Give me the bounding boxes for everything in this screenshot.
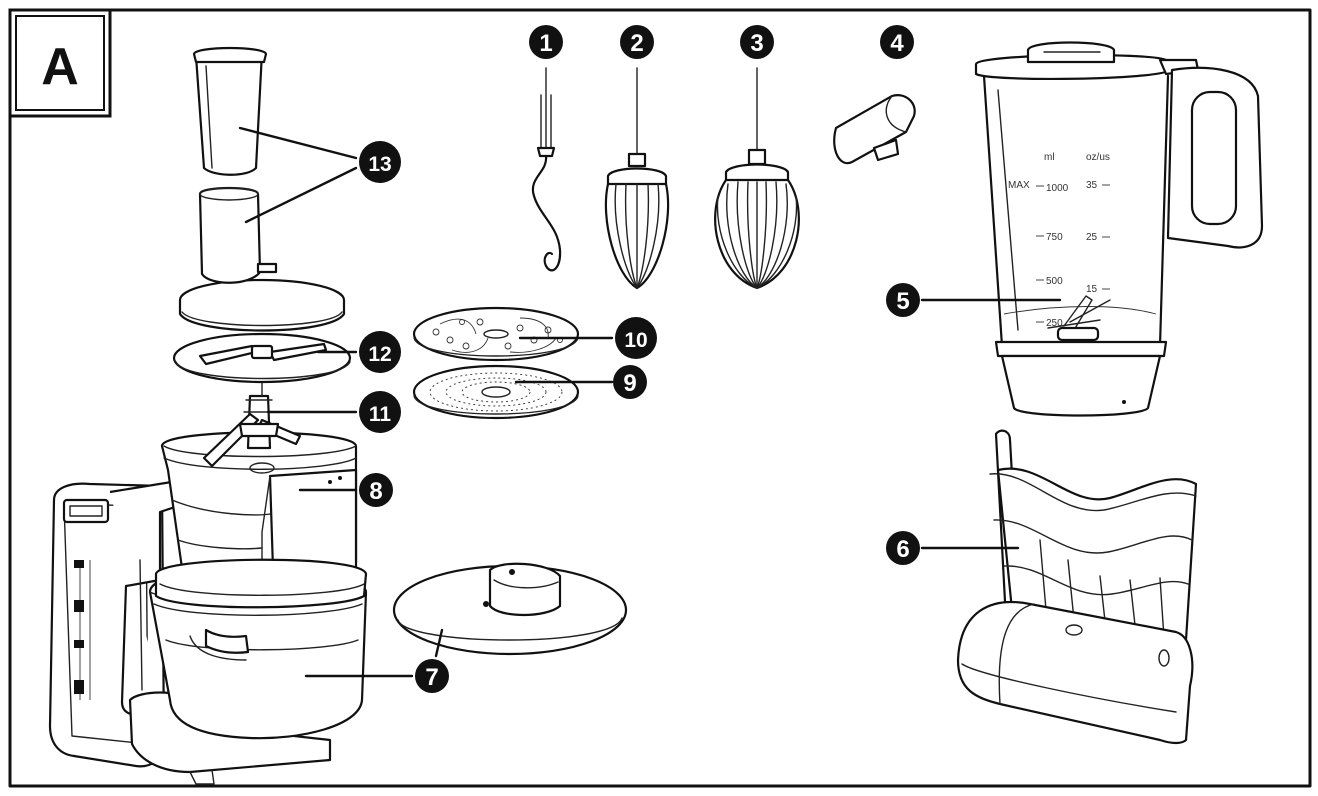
accessory-holder — [956, 429, 1198, 745]
beater — [714, 67, 800, 290]
callout-10: 10 — [615, 317, 657, 359]
bowl-lid — [392, 562, 628, 656]
svg-text:12: 12 — [368, 343, 391, 366]
svg-text:3: 3 — [750, 30, 763, 57]
shredding-disc — [412, 306, 580, 362]
jug-scale-max: MAX — [1008, 180, 1030, 191]
jug-scale-ml-1000: 1000 — [1046, 183, 1069, 194]
jug-scale-ml-750: 750 — [1046, 232, 1063, 243]
callout-11: 11 — [359, 391, 401, 433]
callout-3: 3 — [740, 25, 774, 59]
svg-text:8: 8 — [369, 478, 382, 505]
dough-hook — [531, 67, 562, 272]
food-processor — [48, 46, 368, 785]
jug-lid-cap — [833, 94, 916, 165]
svg-text:5: 5 — [896, 288, 909, 315]
whisk — [604, 67, 670, 290]
callout-6: 6 — [886, 531, 920, 565]
svg-text:2: 2 — [630, 30, 643, 57]
svg-text:9: 9 — [623, 370, 636, 397]
svg-text:1: 1 — [539, 30, 552, 57]
callout-4: 4 — [880, 25, 914, 59]
grating-disc — [412, 364, 580, 420]
leader-lines — [238, 126, 1062, 678]
svg-text:7: 7 — [425, 664, 438, 691]
figure-frame: A — [8, 8, 1312, 788]
svg-text:6: 6 — [896, 536, 909, 563]
jug-scale-ml-500: 500 — [1046, 276, 1063, 287]
jug-scale-ml-250: 250 — [1046, 318, 1063, 329]
callout-2: 2 — [620, 25, 654, 59]
jug-scale-header-oz: oz/us — [1086, 152, 1110, 163]
callout-7: 7 — [415, 659, 449, 693]
svg-text:11: 11 — [369, 403, 392, 426]
jug-scale-header-ml: ml — [1044, 152, 1055, 163]
callout-8: 8 — [359, 473, 393, 507]
callout-5: 5 — [886, 283, 920, 317]
panel-label: A — [41, 38, 79, 96]
callout-12: 12 — [359, 331, 401, 373]
callout-1: 1 — [529, 25, 563, 59]
svg-text:10: 10 — [624, 329, 647, 352]
jug-scale-oz-25: 25 — [1086, 232, 1098, 243]
svg-text:4: 4 — [890, 30, 904, 57]
jug-scale-oz-35: 35 — [1086, 180, 1098, 191]
svg-text:13: 13 — [368, 153, 391, 176]
blender-jug: ml oz/us MAX 1000 750 500 250 35 25 15 — [974, 41, 1264, 417]
callout-9: 9 — [613, 365, 647, 399]
jug-scale-oz-15: 15 — [1086, 284, 1098, 295]
callout-13: 13 — [359, 141, 401, 183]
